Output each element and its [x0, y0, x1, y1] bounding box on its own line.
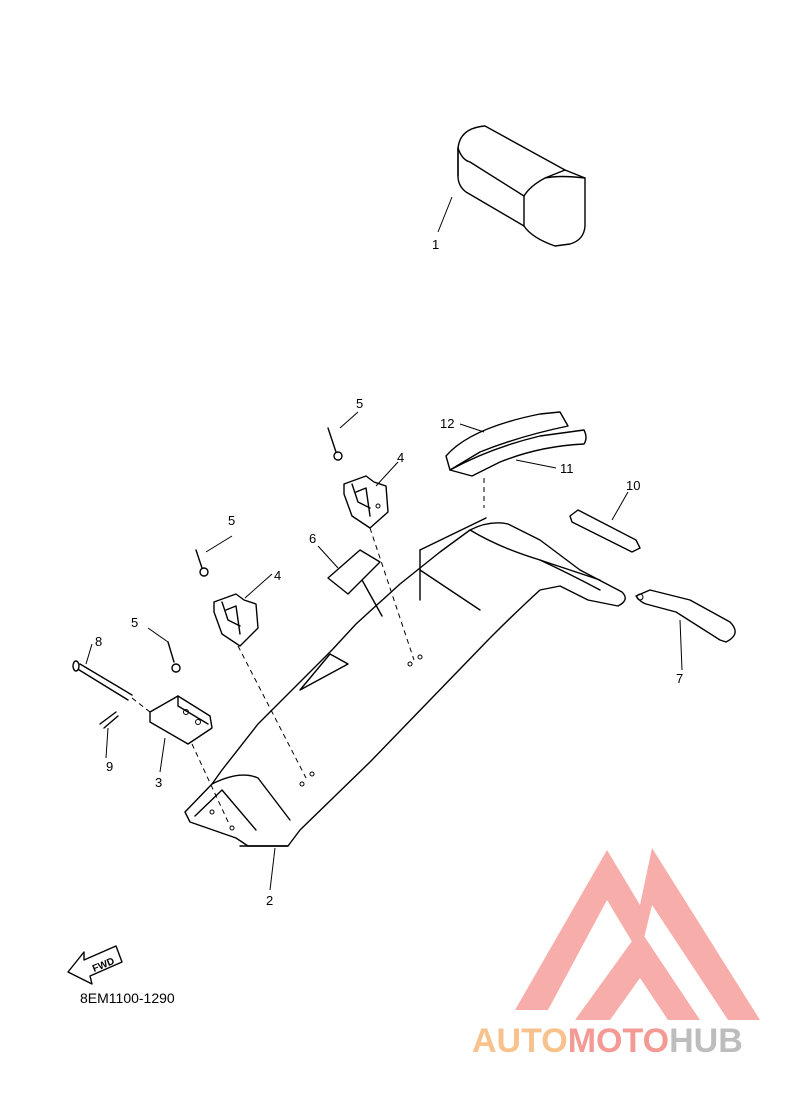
watermark-hub: HUB [669, 1022, 743, 1060]
callout-6: 6 [309, 531, 316, 546]
callout-5-middle: 5 [228, 513, 235, 528]
part-10-rod [569, 509, 641, 553]
watermark-auto: AUTO [472, 1022, 568, 1060]
part-1-box [457, 125, 586, 247]
part-4-clip-upper [343, 475, 389, 529]
watermark-moto: MOTO [568, 1022, 669, 1060]
callout-8: 8 [95, 634, 102, 649]
part-6-pad [327, 549, 381, 595]
callout-1: 1 [432, 237, 439, 252]
fwd-arrow: FWD [67, 945, 123, 985]
part-12-decal [445, 411, 569, 471]
part-9-pin [99, 711, 119, 729]
callout-11: 11 [560, 461, 574, 476]
watermark-text: AUTOMOTOHUB [472, 1022, 743, 1060]
part-2-cover [184, 517, 626, 847]
callout-9: 9 [106, 759, 113, 774]
callout-2: 2 [266, 893, 273, 908]
callout-3: 3 [155, 775, 162, 790]
callout-12: 12 [440, 416, 454, 431]
diagram-code: 8EM1100-1290 [80, 990, 175, 1006]
callout-7: 7 [676, 671, 683, 686]
leader-lines [85, 196, 683, 891]
part-3-bracket [149, 695, 213, 745]
part-5-screw-upper [327, 427, 343, 461]
part-4-clip-lower [213, 593, 259, 647]
part-11-decal [449, 429, 587, 477]
part-5-screw-middle [195, 549, 209, 577]
callout-4-lower: 4 [274, 568, 281, 583]
callout-5-upper: 5 [356, 396, 363, 411]
watermark-logo-icon [515, 848, 760, 1020]
part-5-screw-lower [167, 641, 181, 673]
callout-4-upper: 4 [397, 450, 404, 465]
callout-10: 10 [626, 478, 640, 493]
callout-5-lower: 5 [131, 615, 138, 630]
part-8-bolt [72, 660, 133, 701]
part-7-hook [635, 589, 736, 643]
